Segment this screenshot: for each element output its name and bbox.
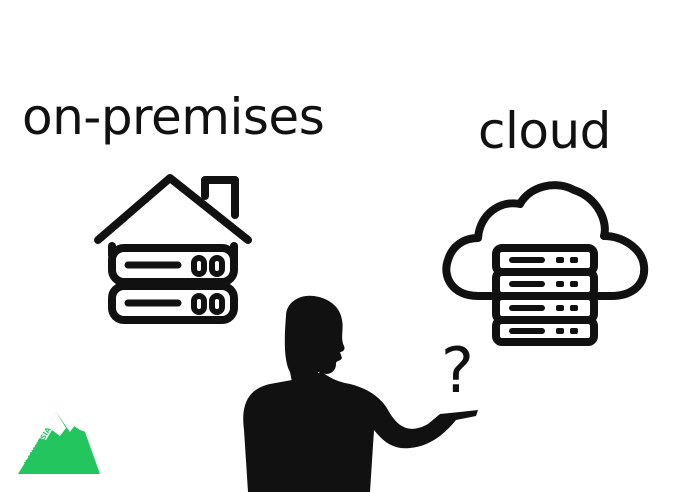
house-server-leds: [191, 255, 225, 315]
cloud-label: cloud: [478, 102, 611, 160]
question-mark-icon: ?: [441, 334, 474, 407]
house-server-icon: [94, 174, 252, 324]
on-premises-label: on-premises: [22, 88, 325, 146]
cloud-server-dots: [556, 257, 578, 334]
cloud-server-icon: [442, 181, 649, 346]
mountain-logo-icon: ILMUNESIA: [18, 412, 100, 474]
person-silhouette-icon: [243, 295, 478, 492]
